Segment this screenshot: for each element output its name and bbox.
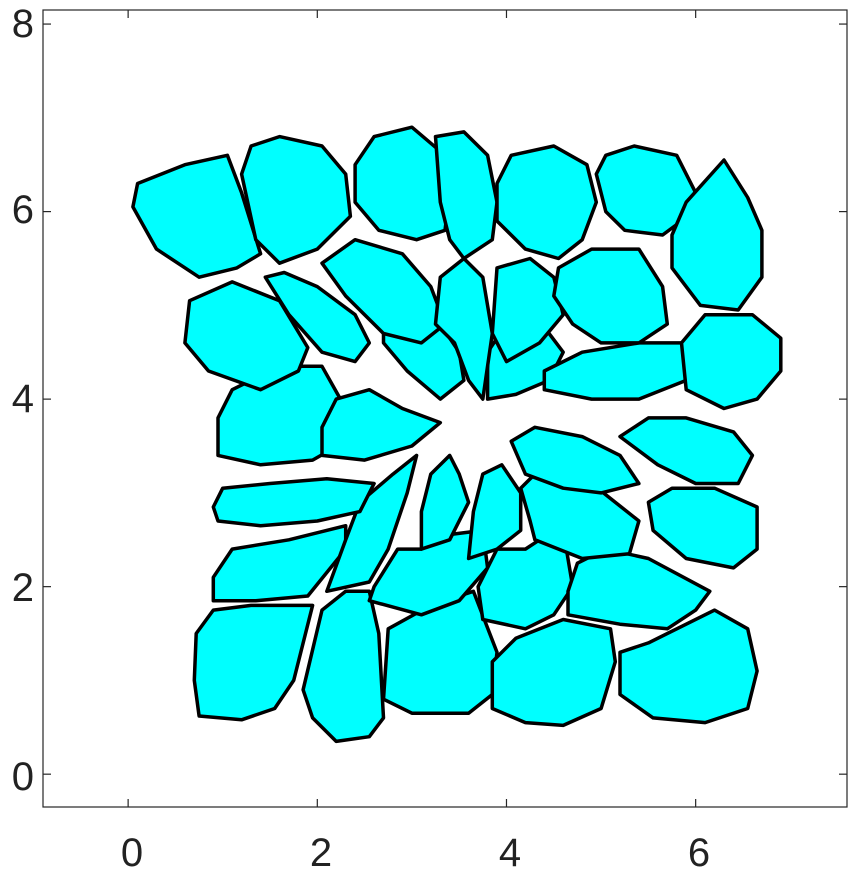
ticks-layer bbox=[43, 10, 847, 807]
cell-patch bbox=[367, 528, 490, 617]
cell-patch bbox=[263, 270, 372, 364]
cell-patch bbox=[509, 425, 641, 495]
cell-patch bbox=[183, 280, 310, 392]
y-tick-label: 6 bbox=[12, 188, 34, 232]
cell-patch bbox=[679, 312, 783, 411]
cell-patch bbox=[646, 486, 759, 570]
cell-patch bbox=[566, 547, 712, 631]
cell-patch bbox=[216, 364, 348, 467]
cell-patch bbox=[320, 387, 443, 462]
cell-patch bbox=[211, 477, 376, 528]
cell-patch bbox=[670, 158, 764, 312]
cell-patch bbox=[325, 453, 419, 594]
cell-patch bbox=[433, 130, 499, 261]
cell-patch bbox=[301, 589, 386, 744]
y-tick-label: 8 bbox=[12, 2, 34, 46]
cell-patch bbox=[618, 608, 759, 725]
cell-patch bbox=[211, 523, 348, 603]
cell-patch bbox=[495, 144, 599, 261]
cell-patch bbox=[419, 453, 471, 551]
y-tick-labels: 0 2 4 6 8 bbox=[12, 2, 34, 799]
cell-patch bbox=[618, 416, 755, 486]
cells-layer bbox=[131, 125, 783, 744]
x-tick-label: 6 bbox=[688, 831, 710, 873]
y-tick-label: 2 bbox=[12, 566, 34, 610]
plot-frame bbox=[42, 9, 848, 808]
x-tick-label: 2 bbox=[310, 831, 332, 873]
cell-patch bbox=[192, 603, 315, 722]
cell-patch bbox=[490, 617, 618, 728]
y-tick-label: 4 bbox=[12, 377, 34, 421]
x-tick-label: 0 bbox=[121, 831, 143, 873]
cell-patch bbox=[239, 134, 353, 265]
cell-patch bbox=[466, 463, 523, 561]
cell-patch bbox=[552, 247, 670, 345]
y-tick-label: 0 bbox=[12, 755, 34, 799]
x-tick-labels: 0 2 4 6 bbox=[121, 831, 710, 873]
cell-patch bbox=[381, 589, 499, 715]
x-tick-label: 4 bbox=[499, 831, 521, 873]
